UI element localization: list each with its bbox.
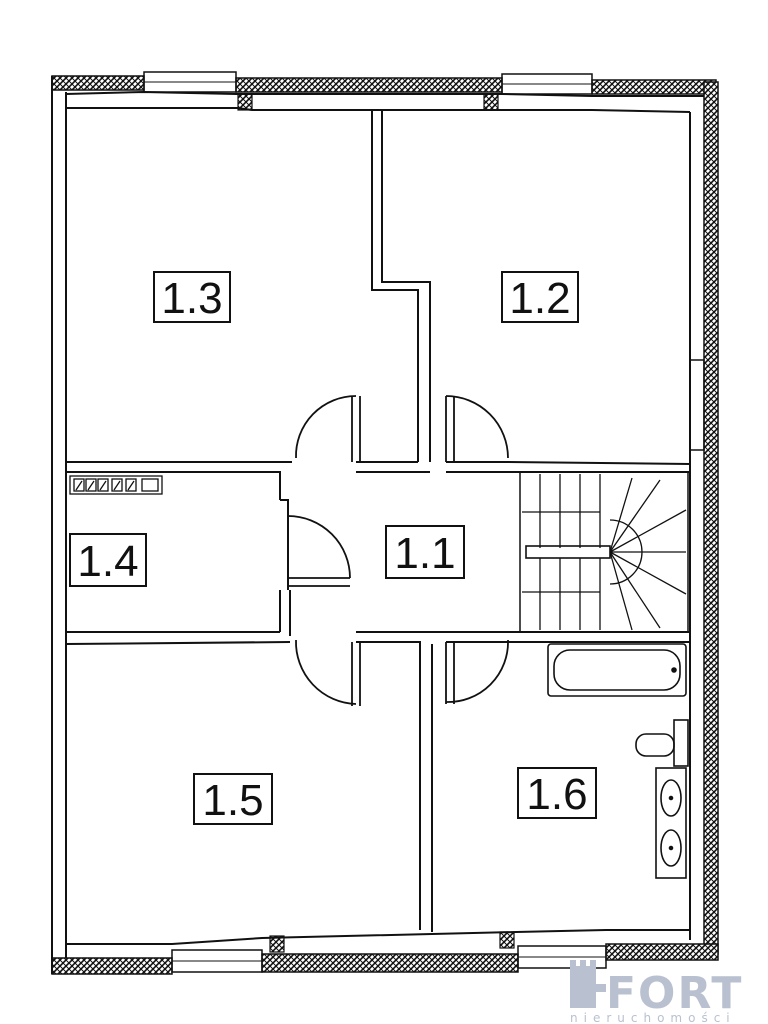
- room-label-1-2: 1.2: [501, 271, 579, 323]
- room-1-6-number: 1.6: [526, 770, 587, 819]
- bathtub: [547, 643, 687, 697]
- room-label-1-6: 1.6: [517, 767, 597, 819]
- room-label-1-1: 1.1: [385, 525, 465, 579]
- room-1-1-number: 1.1: [394, 529, 455, 578]
- watermark-brand: FORT: [606, 968, 743, 1019]
- room-label-1-5: 1.5: [193, 773, 273, 825]
- staircase: [522, 474, 687, 631]
- room-labels: 1.3 1.2 1.4 1.1 1.5 1.6: [69, 271, 597, 825]
- utility-panel: [69, 475, 163, 495]
- bathroom-fixtures: [547, 643, 689, 879]
- room-label-1-3: 1.3: [153, 271, 231, 323]
- room-1-3-number: 1.3: [161, 274, 222, 323]
- toilet-tank: [673, 719, 689, 767]
- room-1-5-number: 1.5: [202, 776, 263, 825]
- castle-tower-icon: [570, 960, 606, 1008]
- room-1-2-number: 1.2: [509, 274, 570, 323]
- watermark-tagline: nieruchomości: [570, 1011, 736, 1024]
- room-label-1-4: 1.4: [69, 533, 147, 587]
- fort-watermark: FORT nieruchomości: [570, 960, 743, 1024]
- wall-outlines: [51, 71, 705, 974]
- vanity: [655, 767, 687, 879]
- room-1-4-number: 1.4: [77, 537, 138, 586]
- doors: [287, 395, 509, 706]
